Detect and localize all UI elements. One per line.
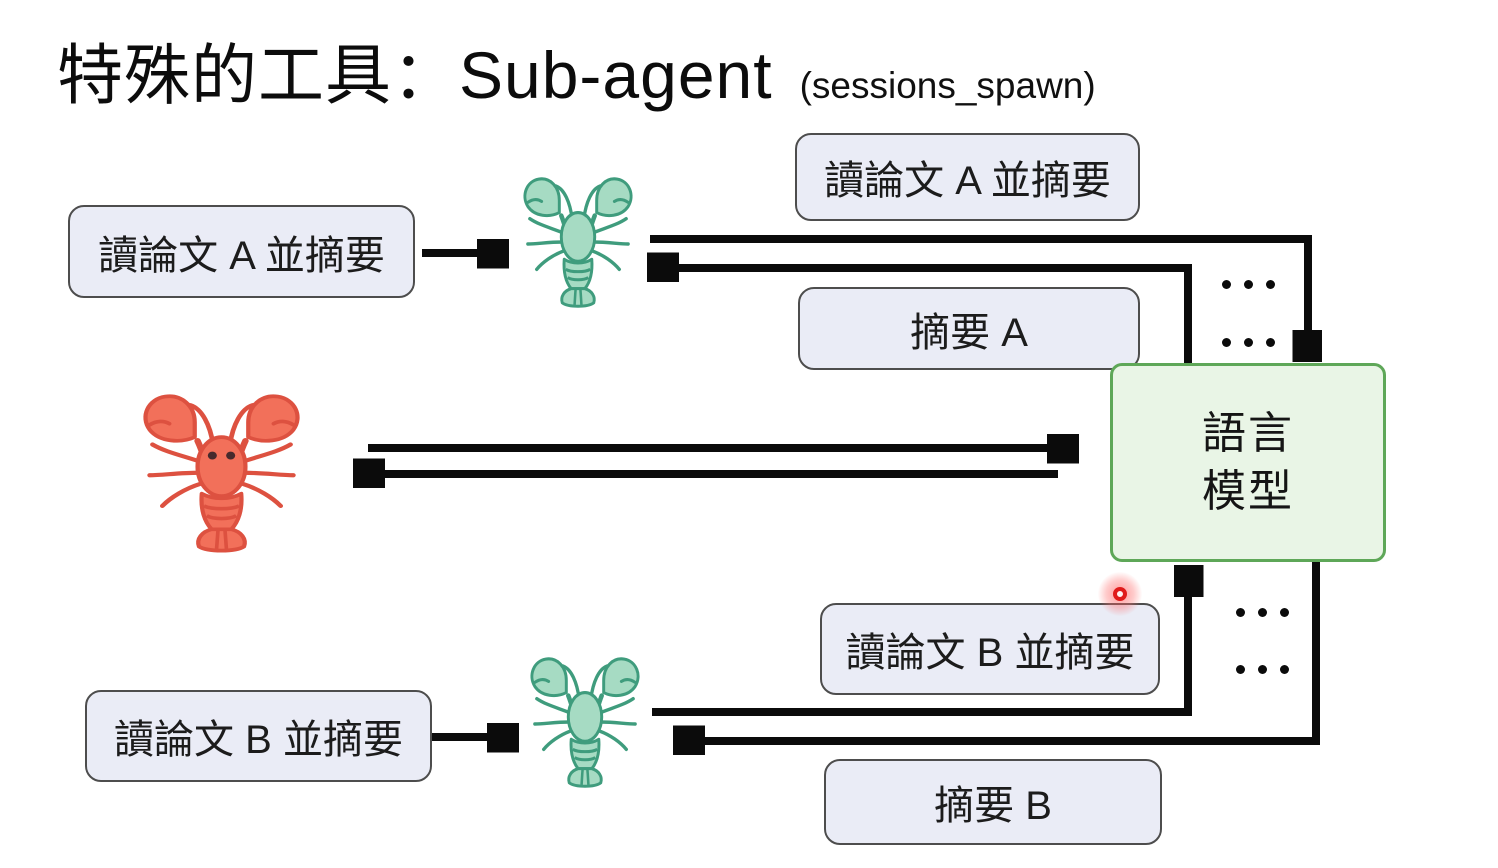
summary-a-box: 摘要 A [798,287,1140,370]
task-b-prompt-box: 讀論文 B 並摘要 [85,690,432,782]
subagent-a-green-lobster-icon [524,178,632,307]
language-model-label-line2: 模型 [1202,466,1294,516]
summary-b-box: 摘要 B [824,759,1162,845]
title-main: 特殊的工具：Sub-agent [57,38,773,112]
task-a-message-box: 讀論文 A 並摘要 [795,133,1140,221]
title-sub: (sessions_spawn) [799,65,1096,106]
language-model-box: 語言 模型 [1110,363,1386,562]
main-agent-red-lobster-icon [145,396,298,551]
subagent-b-green-lobster-icon [531,658,639,787]
language-model-label-line1: 語言 [1202,409,1294,459]
ellipsis-icon [1236,608,1289,617]
laser-pointer-dot [1113,587,1127,601]
ellipsis-icon [1236,665,1289,674]
task-b-message-box: 讀論文 B 並摘要 [820,603,1160,695]
page-title: 特殊的工具：Sub-agent (sessions_spawn) [57,22,1096,118]
ellipsis-icon [1222,280,1275,289]
ellipsis-icon [1222,338,1275,347]
task-a-prompt-box: 讀論文 A 並摘要 [68,205,415,298]
